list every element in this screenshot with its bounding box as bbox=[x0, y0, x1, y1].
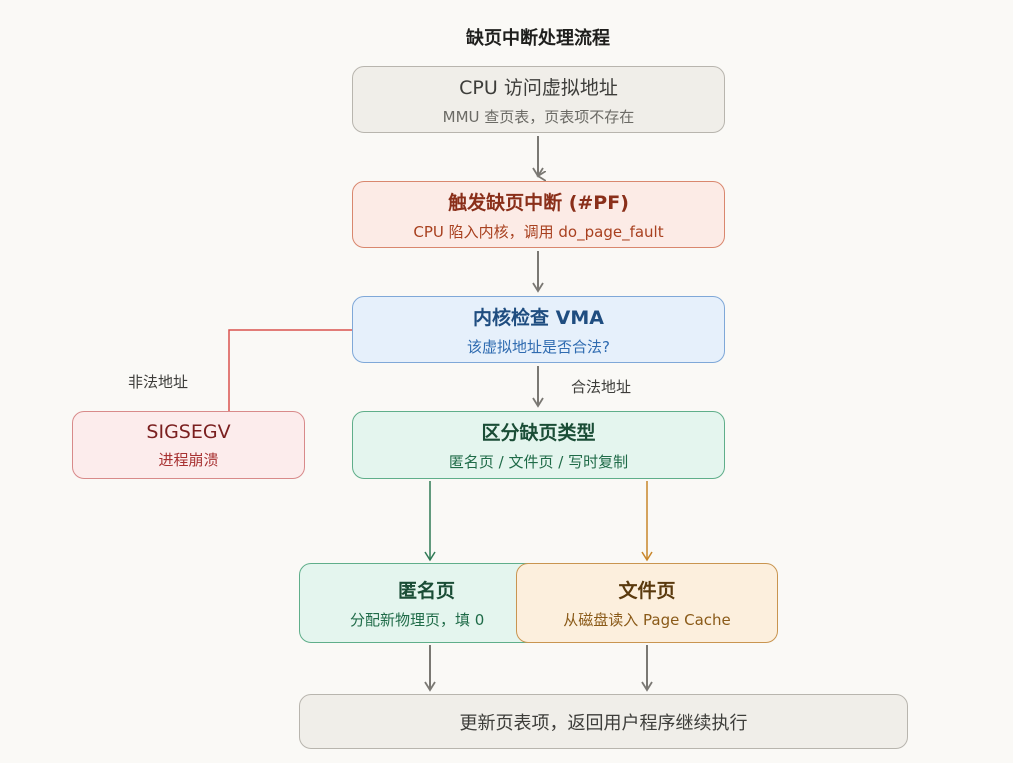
node-sub: MMU 查页表，页表项不存在 bbox=[442, 107, 635, 126]
node-title: 区分缺页类型 bbox=[481, 422, 596, 444]
node-page-fault: 触发缺页中断 (#PF) CPU 陷入内核，调用 do_page_fault bbox=[352, 181, 725, 248]
node-title: CPU 访问虚拟地址 bbox=[459, 76, 618, 99]
node-sub: 分配新物理页，填 0 bbox=[350, 611, 485, 629]
node-file-page: 文件页 从磁盘读入 Page Cache bbox=[516, 563, 778, 643]
edge-label-illegal: 非法地址 bbox=[128, 373, 189, 391]
edge-illegal bbox=[228, 329, 352, 411]
node-title: 触发缺页中断 (#PF) bbox=[448, 191, 629, 214]
node-title: 内核检查 VMA bbox=[473, 306, 604, 329]
node-title: SIGSEGV bbox=[146, 420, 231, 443]
node-title: 文件页 bbox=[618, 580, 676, 602]
node-cpu-access: CPU 访问虚拟地址 MMU 查页表，页表项不存在 bbox=[352, 66, 725, 133]
edge-label-legal: 合法地址 bbox=[571, 378, 632, 396]
node-sub: 该虚拟地址是否合法? bbox=[467, 337, 610, 356]
node-sub: 进程崩溃 bbox=[158, 450, 219, 469]
node-check-vma: 内核检查 VMA 该虚拟地址是否合法? bbox=[352, 296, 725, 363]
node-update-pte: 更新页表项，返回用户程序继续执行 bbox=[299, 694, 908, 749]
node-sub: CPU 陷入内核，调用 do_page_fault bbox=[413, 222, 664, 241]
node-title: 匿名页 bbox=[398, 580, 456, 602]
node-classify: 区分缺页类型 匿名页 / 文件页 / 写时复制 bbox=[352, 411, 725, 479]
node-title: 更新页表项，返回用户程序继续执行 bbox=[459, 712, 748, 734]
node-sigsegv: SIGSEGV 进程崩溃 bbox=[72, 411, 305, 479]
diagram-title: 缺页中断处理流程 bbox=[466, 28, 610, 49]
node-sub: 从磁盘读入 Page Cache bbox=[563, 611, 731, 629]
node-sub: 匿名页 / 文件页 / 写时复制 bbox=[448, 453, 629, 471]
